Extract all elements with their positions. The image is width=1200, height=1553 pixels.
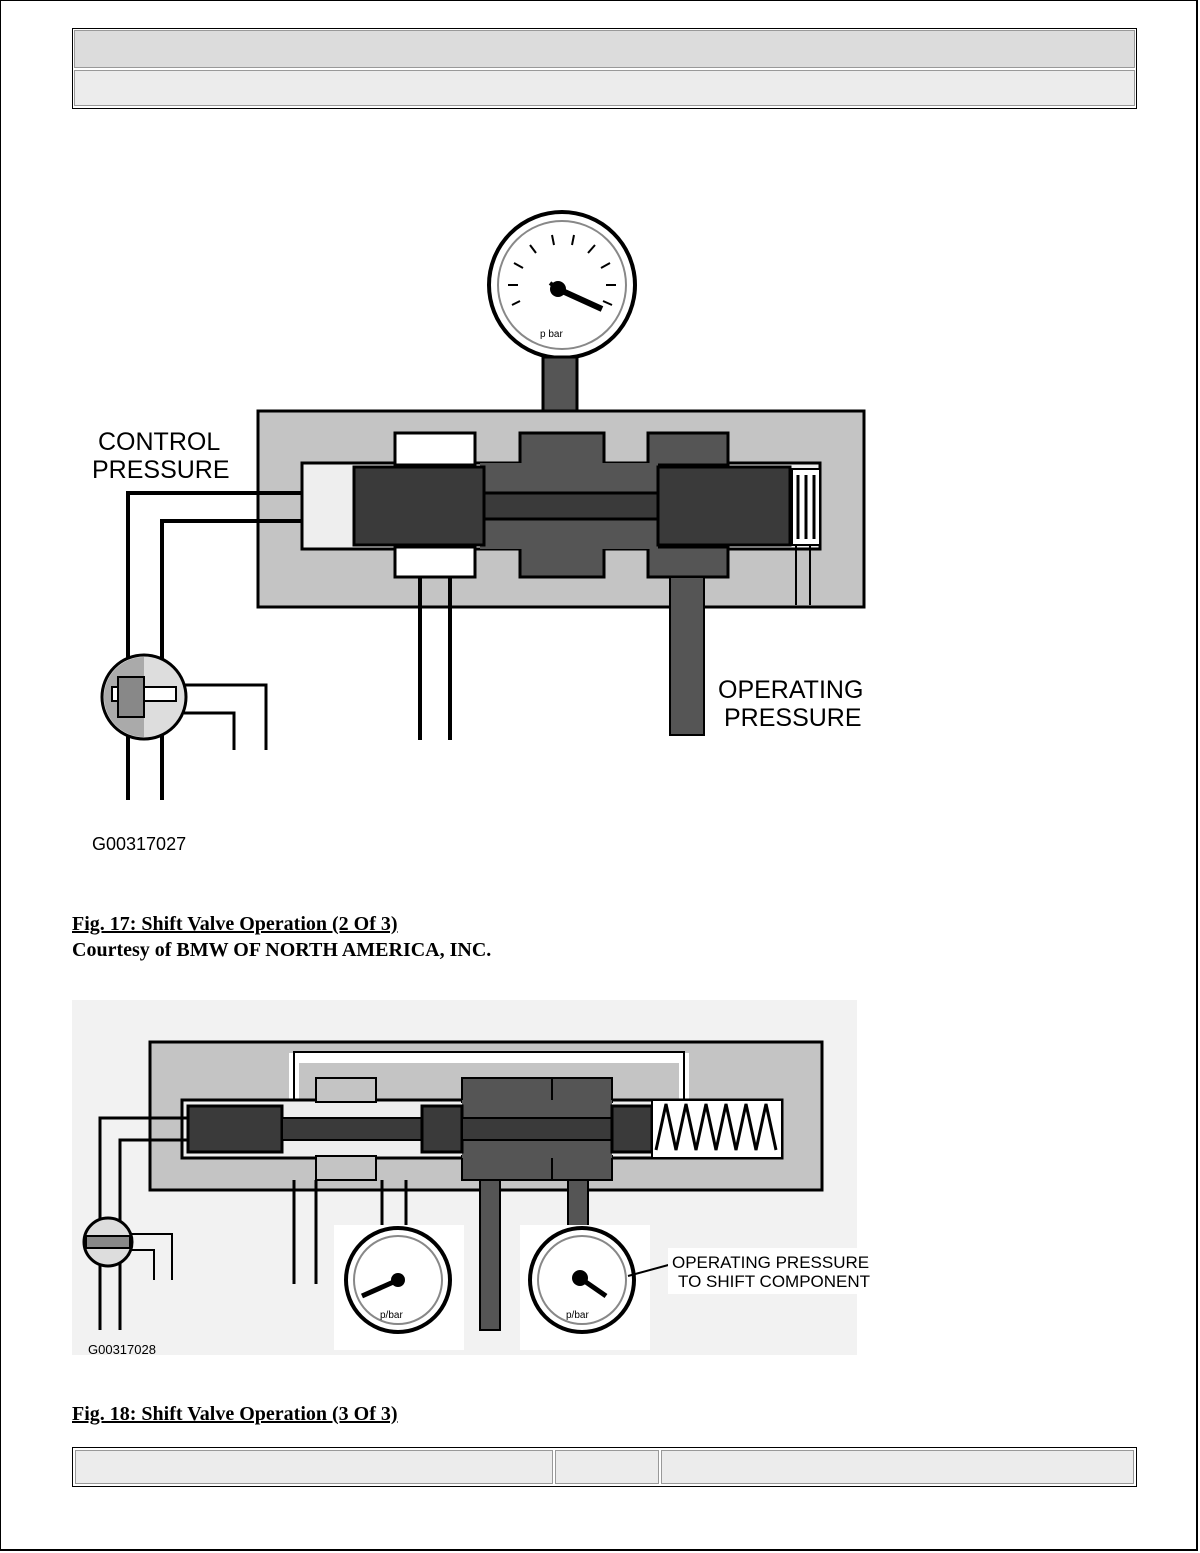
pressure-gauge-icon: p/bar: [520, 1225, 650, 1350]
figure-17-image-id: G00317027: [92, 834, 186, 854]
header-table: [72, 28, 1137, 109]
footer-cell-2: [555, 1450, 659, 1484]
figure-17-diagram: p bar: [80, 205, 900, 865]
operating-pressure-label-2: PRESSURE: [724, 704, 862, 732]
header-row-2: [74, 70, 1135, 106]
operating-pressure-label-2: TO SHIFT COMPONENT: [678, 1272, 870, 1291]
pressure-gauge-icon: p bar: [487, 210, 637, 360]
header-row-1: [74, 30, 1135, 68]
operating-pressure-label-1: OPERATING: [718, 676, 863, 704]
pressure-gauge-icon: p/bar: [334, 1225, 464, 1350]
gauge-1-unit-label: p/bar: [380, 1310, 403, 1321]
figure-18-diagram: p/bar p/bar OPERATING PRESSURE TO SHIFT …: [72, 1000, 892, 1360]
gauge-2-unit-label: p/bar: [566, 1310, 589, 1321]
control-pressure-label-1: CONTROL: [98, 428, 220, 456]
figure-17-courtesy: Courtesy of BMW OF NORTH AMERICA, INC.: [72, 939, 492, 961]
control-pressure-label-2: PRESSURE: [92, 456, 230, 484]
figure-18-image-id: G00317028: [88, 1342, 156, 1357]
figure-18-caption: Fig. 18: Shift Valve Operation (3 Of 3): [72, 1403, 398, 1425]
figure-17-caption: Fig. 17: Shift Valve Operation (2 Of 3): [72, 913, 398, 935]
footer-cell-3: [661, 1450, 1134, 1484]
operating-pressure-label-1: OPERATING PRESSURE: [672, 1253, 869, 1272]
footer-cell-1: [75, 1450, 553, 1484]
footer-table: [72, 1447, 1137, 1487]
solenoid-valve-icon: [100, 653, 268, 750]
solenoid-valve-icon: [82, 1216, 173, 1280]
gauge-unit-label: p bar: [540, 329, 563, 340]
